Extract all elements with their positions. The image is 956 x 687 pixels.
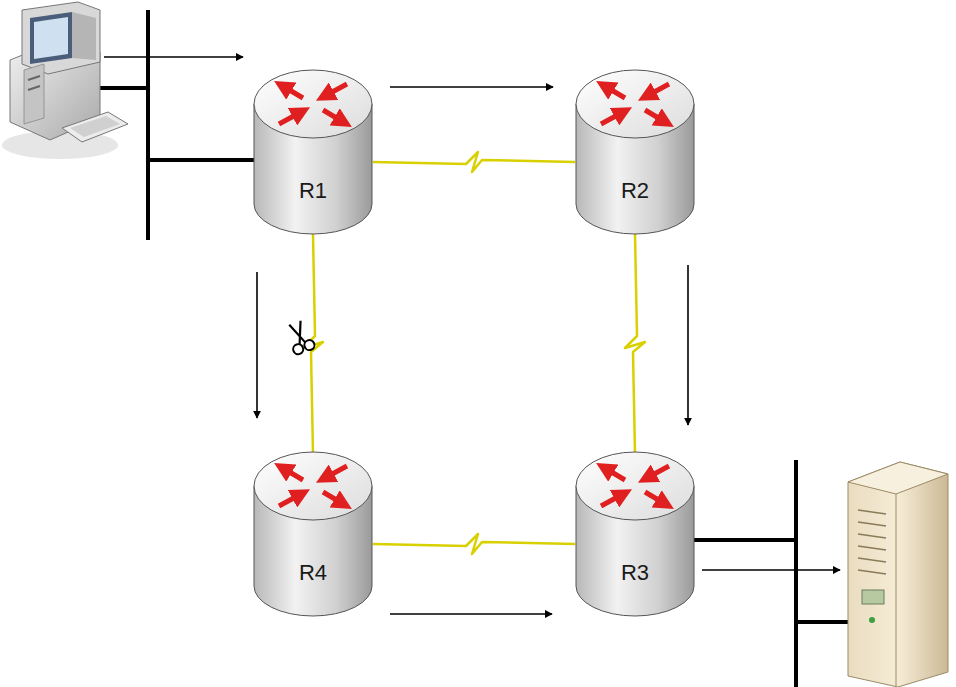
- router-shape: [575, 68, 695, 236]
- serial-link: [303, 234, 323, 454]
- router-label: R1: [253, 178, 373, 204]
- router-label: R3: [575, 560, 695, 586]
- server-icon: [848, 462, 948, 687]
- router-shape: [253, 68, 373, 236]
- scissors-symbol: [285, 319, 316, 356]
- router-node: R2: [575, 68, 695, 236]
- router-node: R4: [253, 450, 373, 618]
- router-label: R4: [253, 560, 373, 586]
- router-node: R3: [575, 450, 695, 618]
- lan-bus: [100, 10, 850, 687]
- serial-link: [625, 234, 645, 454]
- serial-link: [373, 534, 575, 554]
- router-shape: [575, 450, 695, 618]
- flow-arrow: [104, 57, 840, 614]
- pc-icon: [2, 2, 128, 159]
- serial-link: [373, 152, 575, 172]
- router-node: R1: [253, 68, 373, 236]
- router-shape: [253, 450, 373, 618]
- router-label: R2: [575, 178, 695, 204]
